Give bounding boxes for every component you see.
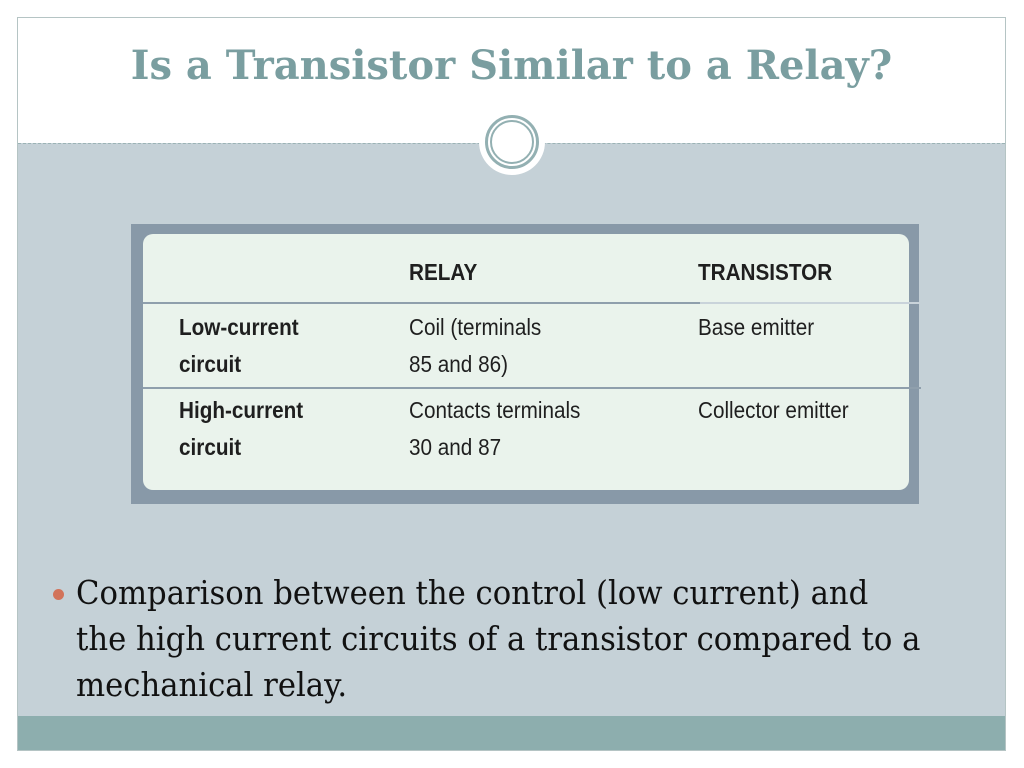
column-header-transistor: TRANSISTOR (698, 259, 833, 285)
cell-low-current-transistor: Base emitter (698, 314, 815, 340)
comparison-table-figure: RELAY TRANSISTOR Low-current circuit Coi… (131, 224, 921, 504)
cell-high-current-relay: Contacts terminals 30 and 87 (409, 397, 581, 460)
cell-high-current-transistor: Collector emitter (698, 397, 849, 423)
row-label-high-current: High-current circuit (179, 397, 304, 460)
slide-title: Is a Transistor Similar to a Relay? (130, 42, 893, 89)
footer-bar (18, 716, 1005, 750)
bullet-marker (53, 589, 64, 600)
comparison-table: RELAY TRANSISTOR Low-current circuit Coi… (143, 234, 921, 490)
slide: Is a Transistor Similar to a Relay? RELA… (17, 17, 1006, 751)
header-rule-light (700, 302, 920, 304)
column-header-relay: RELAY (409, 259, 478, 285)
header-rule (143, 302, 700, 304)
row-rule (143, 387, 921, 389)
bullet-text: Comparison between the control (low curr… (76, 573, 921, 704)
row-label-low-current: Low-current circuit (179, 314, 299, 377)
cell-low-current-relay: Coil (terminals 85 and 86) (409, 314, 542, 377)
circle-ornament-inner (490, 120, 534, 164)
